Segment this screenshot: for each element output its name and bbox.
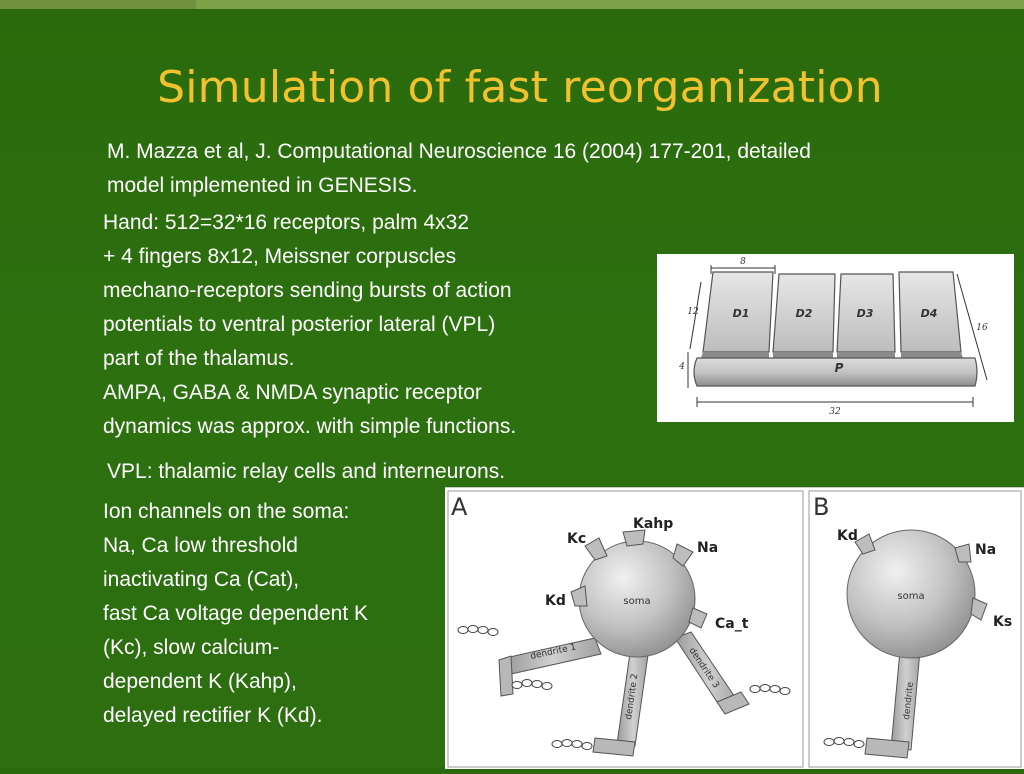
- finger-label: D3: [857, 307, 874, 320]
- text-line: delayed rectifier K (Kd).: [103, 704, 323, 727]
- dendrite-label: dendrite: [902, 681, 916, 720]
- panel-a: A soma Kc Ka: [447, 490, 804, 768]
- finger-label: D4: [921, 307, 938, 320]
- dimension-label: 4: [678, 362, 685, 372]
- synapse-chain: [511, 679, 553, 690]
- text-line: dependent K (Kahp),: [103, 670, 297, 693]
- vpl-paragraph: VPL: thalamic relay cells and interneuro…: [107, 455, 505, 489]
- synapse-chain: [749, 684, 791, 695]
- synapse-chain: [457, 625, 499, 636]
- top-accent-bar: [0, 0, 1024, 9]
- text-line: model implemented in GENESIS.: [107, 174, 418, 197]
- finger-label: D1: [733, 307, 750, 320]
- soma-channel-figure: A soma Kc Ka: [445, 487, 1024, 769]
- soma-label: soma: [897, 591, 924, 602]
- channel-shape: [688, 607, 708, 629]
- finger-block: [701, 271, 774, 358]
- soma-diagram: A soma Kc Ka: [447, 490, 1022, 768]
- text-line: part of the thalamus.: [103, 347, 295, 370]
- palm-block: [693, 357, 978, 387]
- channel-label: Kd: [837, 528, 858, 544]
- panel-letter: B: [813, 493, 829, 521]
- channel-label: Kahp: [633, 516, 673, 532]
- text-line: Ion channels on the soma:: [103, 500, 350, 523]
- panel-b: B soma Kd Na Ks dendrite: [808, 490, 1022, 768]
- text-line: dynamics was approx. with simple functio…: [103, 415, 517, 438]
- finger-block: [898, 271, 963, 358]
- dimension-label: 16: [976, 323, 988, 333]
- dimension-label: 8: [740, 257, 746, 267]
- finger-block: [836, 273, 896, 358]
- dimension-label: 12: [687, 307, 699, 317]
- channel-label: Na: [697, 540, 718, 556]
- soma-label: soma: [623, 596, 650, 607]
- dendrite-shape: [674, 631, 750, 715]
- hand-model-paragraph: Hand: 512=32*16 receptors, palm 4x32 + 4…: [103, 206, 516, 444]
- text-line: potentials to ventral posterior lateral …: [103, 313, 496, 336]
- slide-title: Simulation of fast reorganization: [157, 62, 883, 113]
- text-line: + 4 fingers 8x12, Meissner corpuscles: [103, 245, 457, 268]
- channel-label: Ks: [993, 614, 1012, 630]
- citation-paragraph: M. Mazza et al, J. Computational Neurosc…: [107, 135, 811, 203]
- channel-shape: [672, 543, 694, 567]
- panel-letter: A: [451, 493, 468, 521]
- channel-label: Na: [975, 542, 996, 558]
- hand-diagram: D1 D2 D3 D4 P 8 12 4 16 32: [678, 257, 988, 417]
- text-line: M. Mazza et al, J. Computational Neurosc…: [107, 140, 811, 163]
- channel-shape: [622, 529, 646, 547]
- channel-shape: [954, 543, 972, 563]
- soma-sphere: [846, 529, 976, 659]
- dendrite-shape: [498, 637, 602, 697]
- channel-shape: [584, 537, 608, 561]
- dendrite-shape: [864, 639, 922, 759]
- channel-label: Ca_t: [715, 616, 749, 632]
- ion-channels-paragraph: Ion channels on the soma: Na, Ca low thr…: [103, 495, 368, 733]
- channel-shape: [854, 533, 876, 555]
- synapse-chain: [551, 739, 593, 750]
- text-line: inactivating Ca (Cat),: [103, 568, 300, 591]
- channel-shape: [570, 585, 588, 607]
- text-line: (Kc), slow calcium-: [103, 636, 280, 659]
- palm-label: P: [835, 361, 844, 375]
- top-accent-segment: [0, 0, 196, 9]
- text-line: Na, Ca low threshold: [103, 534, 298, 557]
- channel-shape: [970, 597, 988, 621]
- synapse-chain: [823, 737, 865, 748]
- text-line: mechano-receptors sending bursts of acti…: [103, 279, 512, 302]
- text-line: Hand: 512=32*16 receptors, palm 4x32: [103, 211, 469, 234]
- finger-label: D2: [796, 307, 813, 320]
- dimension-label: 32: [829, 407, 841, 417]
- hand-receptor-figure: D1 D2 D3 D4 P 8 12 4 16 32: [657, 254, 1014, 422]
- text-line: fast Ca voltage dependent K: [103, 602, 369, 625]
- text-line: AMPA, GABA & NMDA synaptic receptor: [103, 381, 482, 404]
- channel-label: Kc: [567, 531, 586, 547]
- finger-block: [772, 273, 836, 358]
- text-line: VPL: thalamic relay cells and interneuro…: [107, 460, 506, 483]
- channel-label: Kd: [545, 593, 566, 609]
